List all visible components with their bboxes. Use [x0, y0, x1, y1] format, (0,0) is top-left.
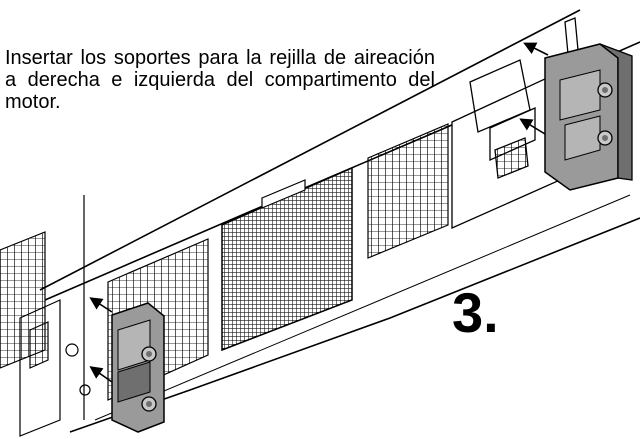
- right-bracket: [544, 43, 633, 191]
- base-upper-rim: [39, 9, 581, 291]
- left-bracket: [111, 302, 165, 433]
- step-number: 3.: [452, 281, 499, 344]
- right-grille: [367, 123, 449, 259]
- mesh-label-slot: [261, 179, 306, 209]
- arrow-right-upper: [523, 42, 549, 56]
- left-compartment: [0, 231, 91, 437]
- base-front-line: [94, 194, 631, 421]
- insertion-arrows: [89, 42, 549, 383]
- mesh-panel: [221, 166, 353, 352]
- arrow-left-upper: [89, 297, 113, 313]
- arrow-right-lower: [519, 118, 546, 135]
- arrow-left-lower: [89, 366, 113, 383]
- instruction-text: Insertar los soportes para la rejilla de…: [5, 47, 435, 113]
